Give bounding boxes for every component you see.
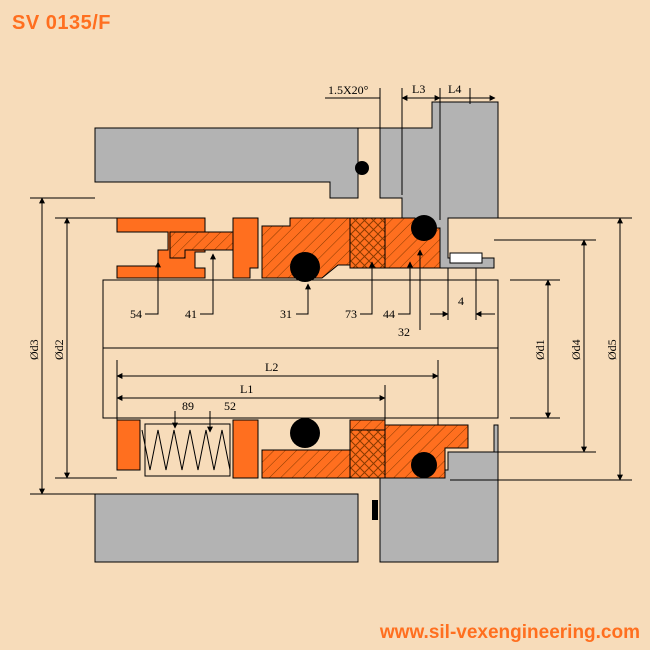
o-ring-31	[290, 252, 320, 282]
l3-label: L3	[412, 82, 425, 96]
stationary-ring-lower	[384, 424, 469, 479]
seal-face-73-lower	[349, 429, 386, 479]
part-54-label: 54	[130, 307, 142, 321]
d2-label: Ød2	[52, 339, 66, 360]
part-41-label: 41	[185, 307, 197, 321]
website-url[interactable]: www.sil-vexengineering.com	[379, 622, 640, 643]
housing-upper	[94, 127, 359, 199]
spring-holder-upper	[232, 217, 259, 279]
part-31-label: 31	[280, 307, 292, 321]
dim-4-label: 4	[458, 294, 464, 308]
l1-label: L1	[240, 382, 253, 396]
housing-lower	[94, 493, 359, 563]
anti-rotation-pin	[449, 252, 483, 264]
o-ring-32-upper	[411, 215, 437, 241]
seal-face-73-upper	[349, 217, 386, 269]
page-title: SV 0135/F	[12, 12, 112, 34]
drive-collar-lower	[116, 419, 141, 471]
shaft	[102, 279, 499, 419]
d5-label: Ød5	[605, 339, 619, 360]
d3-label: Ød3	[27, 339, 41, 360]
chamfer-label: 1.5X20°	[328, 83, 369, 97]
part-32-label: 32	[398, 325, 410, 339]
d1-label: Ød1	[533, 339, 547, 360]
part-44-label: 44	[383, 307, 395, 321]
part-73-label: 73	[345, 307, 357, 321]
o-ring-lower	[290, 418, 320, 448]
o-ring-32-lower	[411, 452, 437, 478]
spring-52	[141, 423, 231, 477]
o-ring-small	[355, 161, 369, 175]
part-52-label: 52	[224, 399, 236, 413]
gland-plate-lower	[379, 424, 499, 563]
l4-label: L4	[448, 82, 461, 96]
gasket	[372, 500, 378, 520]
l2-label: L2	[265, 360, 278, 374]
spring-holder-lower	[232, 419, 259, 479]
part-89-label: 89	[182, 399, 194, 413]
d4-label: Ød4	[569, 339, 583, 360]
